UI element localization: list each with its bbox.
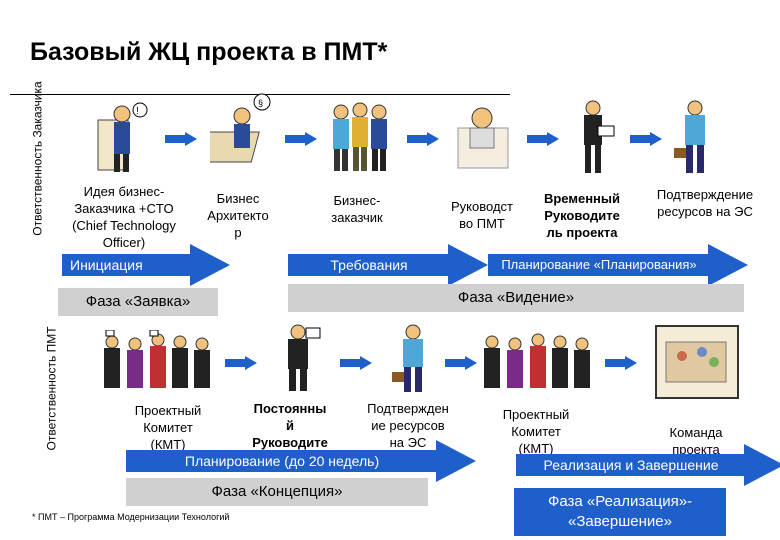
arrow-planning-planning-label: Планирование «Планирования» — [488, 254, 710, 276]
flow-arrow-5 — [630, 132, 662, 146]
pmt-responsibility-text: Ответственность ПМТ — [44, 326, 59, 451]
arrow-implementation-label: Реализация и Завершение — [516, 454, 746, 476]
footnote: * ПМТ – Программа Модернизации Технологи… — [32, 512, 230, 522]
arrow-initiation: Инициация — [62, 244, 230, 286]
flow-arrow-2 — [285, 132, 317, 146]
arrow-requirements-label: Требования — [288, 254, 450, 276]
phase-application: Фаза «Заявка» — [58, 288, 218, 316]
idea-person-figure: ! — [97, 102, 148, 172]
role-committee-2: Проектный Комитет (КМТ) — [502, 407, 570, 456]
phase-vision: Фаза «Видение» — [288, 284, 744, 312]
committee-figure-2 — [484, 333, 590, 388]
role-pmt-management: Руководст во ПМТ — [451, 199, 513, 231]
arrow-planning: Планирование (до 20 недель) — [126, 440, 476, 482]
resource-confirmation-figure-2 — [392, 324, 423, 392]
role-committee-1: Проектный Комитет (КМТ) — [134, 403, 202, 452]
flow-arrow-4 — [527, 132, 559, 146]
svg-text:!: ! — [136, 106, 139, 117]
arrow-implementation: Реализация и Завершение — [516, 444, 780, 486]
arrow-planning-label: Планирование (до 20 недель) — [126, 450, 438, 472]
architect-figure: § — [210, 93, 271, 163]
role-project-team: Команда проекта — [669, 425, 723, 457]
role-resource-confirmation: Подтверждение ресурсов на ЭС — [656, 187, 754, 219]
flow-arrow-8 — [445, 356, 477, 370]
page-title: Базовый ЖЦ проекта в ПМТ* — [30, 38, 388, 66]
svg-text:§: § — [258, 98, 263, 108]
arrow-requirements: Требования — [288, 244, 488, 286]
arrow-planning-planning-head — [708, 244, 748, 286]
phase-implementation: Фаза «Реализация»- «Завершение» — [514, 488, 726, 536]
permanent-pm-figure — [288, 324, 321, 391]
role-temporary-pm: Временный Руководите ль проекта — [543, 191, 621, 240]
role-idea: Идея бизнес- Заказчика +CTO (Chief Techn… — [72, 184, 176, 250]
flow-arrow-7 — [340, 356, 372, 370]
customer-responsibility-text: Ответственность Заказчика — [30, 81, 45, 236]
role-permanent-pm: Постоянны й Руководите — [252, 401, 328, 450]
flow-arrow-9 — [605, 356, 637, 370]
pmt-responsibility-label: Ответственность ПМТ — [45, 326, 59, 450]
committee-figure-1 — [104, 330, 210, 388]
arrow-implementation-head — [744, 444, 780, 486]
arrow-requirements-head — [448, 244, 488, 286]
temporary-pm-figure — [584, 100, 615, 173]
arrow-planning-head — [436, 440, 476, 482]
flow-arrow-1 — [165, 132, 197, 146]
project-team-figure — [655, 325, 739, 399]
business-customers-figure — [333, 102, 387, 171]
resource-confirmation-figure — [674, 100, 705, 173]
role-business-customer: Бизнес- заказчик — [331, 193, 383, 225]
role-architect: Бизнес Архитекто р — [207, 191, 269, 240]
arrow-initiation-label: Инициация — [62, 254, 192, 276]
pmt-management-figure — [457, 107, 509, 169]
arrow-planning-planning: Планирование «Планирования» — [488, 244, 780, 286]
arrow-initiation-head — [190, 244, 230, 286]
customer-responsibility-label: Ответственность Заказчика — [30, 79, 45, 239]
role-resource-confirmation-2: Подтвержден ие ресурсов на ЭС — [367, 401, 449, 450]
phase-concept: Фаза «Концепция» — [126, 478, 428, 506]
flow-arrow-6 — [225, 356, 257, 370]
flow-arrow-3 — [407, 132, 439, 146]
